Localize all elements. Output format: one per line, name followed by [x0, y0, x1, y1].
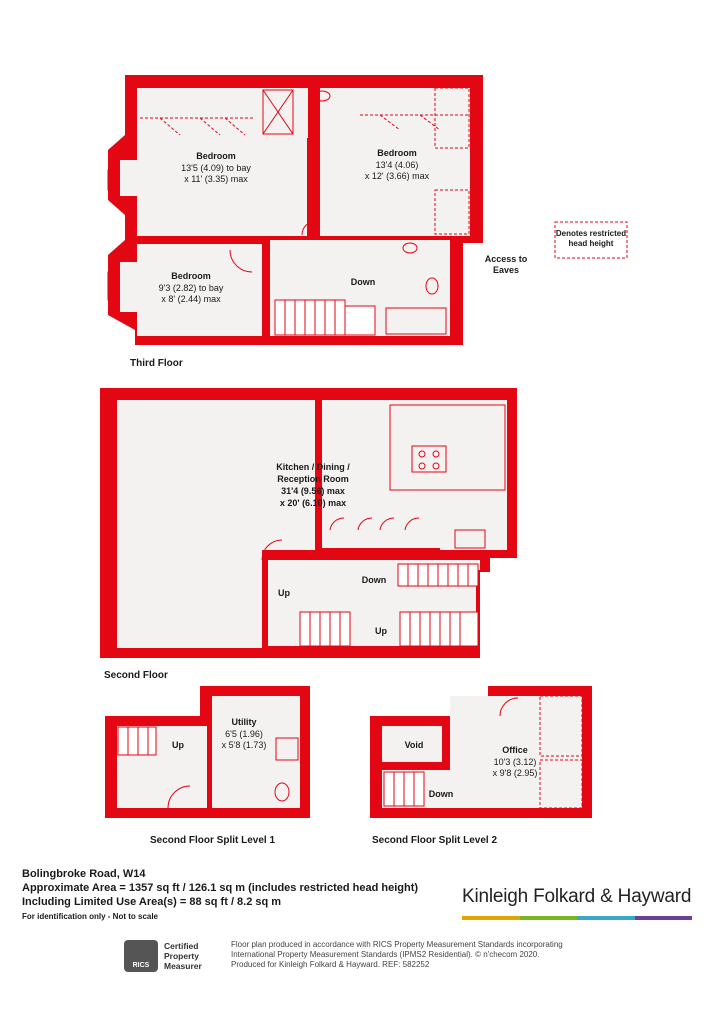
bedroom3-name: Bedroom — [171, 271, 211, 281]
footer-text: Floor plan produced in accordance with R… — [231, 940, 631, 970]
rics-logo: RICS — [124, 940, 158, 972]
scale-note: For identification only - Not to scale — [22, 912, 159, 921]
rics-badge: RICS Certified Property Measurer — [124, 940, 220, 972]
kitchen-dims2: x 20' (6.10) max — [280, 498, 346, 508]
bedroom2-dims: 13'4 (4.06) — [376, 160, 419, 170]
second-up-label-2: Up — [375, 626, 387, 636]
split-level-1-plan: Utility 6'5 (1.96) x 5'8 (1.73) Up Secon… — [105, 686, 310, 846]
void-label: Void — [405, 740, 424, 750]
second-floor-plan: Kitchen / Dining / Reception Room 31'4 (… — [100, 388, 517, 681]
approximate-area: Approximate Area = 1357 sq ft / 126.1 sq… — [22, 882, 419, 894]
utility-name: Utility — [231, 717, 256, 727]
rics-line1: Certified — [164, 941, 199, 951]
rics-line3: Measurer — [164, 961, 202, 971]
bedroom2-name: Bedroom — [377, 148, 417, 158]
brand-color-bar — [462, 916, 692, 920]
third-down-label: Down — [351, 277, 376, 287]
access-eaves-label2: Eaves — [493, 265, 519, 275]
limited-use-area: Including Limited Use Area(s) = 88 sq ft… — [22, 896, 282, 908]
legend: Denotes restricted head height — [554, 221, 628, 259]
utility-dims: 6'5 (1.96) — [225, 729, 263, 739]
bedroom1-name: Bedroom — [196, 151, 236, 161]
office-dims2: x 9'8 (2.95) — [493, 768, 538, 778]
split2-down-label: Down — [429, 789, 454, 799]
kitchen-name2: Reception Room — [277, 474, 349, 484]
split-level-2-plan: Void Office 10'3 (3.12) x 9'8 (2.95) Dow… — [370, 686, 592, 846]
bedroom2-dims2: x 12' (3.66) max — [365, 171, 430, 181]
floor-plan: Bedroom 13'5 (4.09) to bay x 11' (3.35) … — [100, 75, 628, 846]
third-floor-plan: Bedroom 13'5 (4.09) to bay x 11' (3.35) … — [107, 75, 528, 369]
footer-line2: International Property Measurement Stand… — [231, 950, 540, 959]
legend-line1: Denotes restricted — [556, 229, 626, 238]
third-floor-label: Third Floor — [130, 358, 183, 369]
bedroom1-dims2: x 11' (3.35) max — [184, 174, 248, 184]
second-floor-label: Second Floor — [104, 670, 168, 681]
kitchen-dims: 31'4 (9.56) max — [281, 486, 345, 496]
footer-line1: Floor plan produced in accordance with R… — [231, 940, 563, 949]
brand-bar-2 — [519, 916, 577, 920]
second-down-label: Down — [362, 575, 387, 585]
address: Bolingbroke Road, W14 — [22, 868, 146, 880]
office-name: Office — [502, 745, 528, 755]
office-dims: 10'3 (3.12) — [494, 757, 537, 767]
split2-label: Second Floor Split Level 2 — [372, 835, 497, 846]
split1-label: Second Floor Split Level 1 — [150, 835, 275, 846]
utility-dims2: x 5'8 (1.73) — [222, 740, 267, 750]
split1-up-label: Up — [172, 740, 184, 750]
footer-line3: Produced for Kinleigh Folkard & Hayward.… — [231, 960, 430, 969]
brand-bar-3 — [577, 916, 635, 920]
access-eaves-label: Access to — [485, 254, 528, 264]
kitchen-name1: Kitchen / Dining / — [276, 462, 350, 472]
brand-bar-1 — [462, 916, 520, 920]
brand-bar-4 — [634, 916, 692, 920]
property-info: Bolingbroke Road, W14 Approximate Area =… — [22, 868, 462, 921]
bedroom3-dims: 9'3 (2.82) to bay — [159, 283, 224, 293]
rics-certification: Certified Property Measurer — [164, 941, 202, 971]
brand-name: Kinleigh Folkard & Hayward — [462, 886, 692, 907]
bedroom3-dims2: x 8' (2.44) max — [161, 294, 221, 304]
bedroom1-dims: 13'5 (4.09) to bay — [181, 163, 251, 173]
second-up-label-1: Up — [278, 588, 290, 598]
rics-line2: Property — [164, 951, 199, 961]
legend-line2: head height — [569, 239, 614, 248]
